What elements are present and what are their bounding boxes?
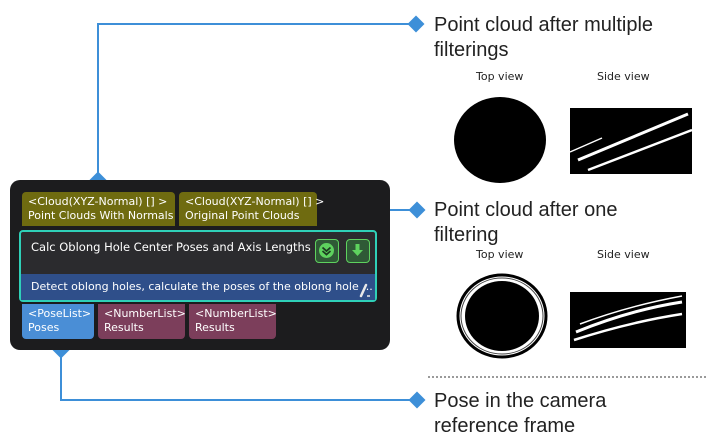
input-port-point-clouds-with-normals[interactable]: <Cloud(XYZ-Normal) [] > Point Clouds Wit…	[22, 192, 175, 226]
top-view-image-multiple	[454, 97, 546, 183]
input-port-label: Original Point Clouds	[185, 209, 300, 222]
connector-bottom-horizontal	[60, 399, 416, 401]
annotation-line: Point cloud after multiple	[434, 14, 654, 36]
side-view-image-multiple	[569, 108, 693, 174]
connector-bottom-end-diamond	[408, 391, 426, 409]
output-port-type: <NumberList>	[195, 307, 277, 320]
annotation-line: filterings	[434, 39, 509, 61]
side-view-image-one	[570, 292, 686, 348]
expand-button[interactable]	[315, 239, 339, 263]
top-view-label: Top view	[476, 248, 524, 261]
connector-top-vertical	[97, 23, 99, 181]
output-port-label: Results	[195, 321, 235, 334]
annotation-one-filtering: Point cloud after one filtering	[434, 198, 617, 248]
step-body[interactable]: Calc Oblong Hole Center Poses and Axis L…	[19, 230, 377, 302]
input-port-type: <Cloud(XYZ-Normal) [] >	[185, 195, 325, 208]
connector-bottom-vertical	[60, 350, 62, 401]
edit-pencil-icon[interactable]	[357, 282, 371, 298]
top-view-image-one	[456, 273, 548, 359]
output-port-label: Results	[104, 321, 144, 334]
input-port-type: <Cloud(XYZ-Normal) [] >	[28, 195, 168, 208]
step-title: Calc Oblong Hole Center Poses and Axis L…	[31, 240, 331, 254]
connector-top-end-diamond	[407, 15, 425, 33]
expand-down-icon	[319, 243, 334, 258]
annotation-multiple-filterings: Point cloud after multiple filterings	[434, 13, 653, 63]
side-view-label: Side view	[597, 70, 650, 83]
annotation-line: Pose in the camera	[434, 390, 607, 412]
annotation-line: filtering	[434, 224, 499, 246]
output-port-results-1[interactable]: <NumberList> Results	[98, 304, 186, 339]
connector-middle-end-diamond	[408, 201, 426, 219]
download-arrow-icon	[352, 244, 363, 256]
output-port-label: Poses	[28, 321, 60, 334]
description-text: Detect oblong holes, calculate the poses…	[31, 280, 373, 293]
connector-top-horizontal	[97, 23, 415, 25]
output-port-type: <PoseList>	[28, 307, 92, 320]
output-port-type: <NumberList>	[104, 307, 186, 320]
step-description: Detect oblong holes, calculate the poses…	[21, 274, 375, 300]
input-port-label: Point Clouds With Normals	[28, 209, 174, 222]
output-port-poses[interactable]: <PoseList> Poses	[22, 304, 94, 339]
input-port-original-point-clouds[interactable]: <Cloud(XYZ-Normal) [] > Original Point C…	[179, 192, 325, 226]
divider-dotted	[428, 376, 706, 378]
annotation-line: Point cloud after one	[434, 199, 618, 221]
download-button[interactable]	[346, 239, 370, 263]
annotation-line: reference frame	[434, 415, 576, 437]
top-view-label: Top view	[476, 70, 524, 83]
annotation-pose: Pose in the camera reference frame	[434, 389, 606, 439]
output-port-results-2[interactable]: <NumberList> Results	[189, 304, 277, 339]
side-view-label: Side view	[597, 248, 650, 261]
